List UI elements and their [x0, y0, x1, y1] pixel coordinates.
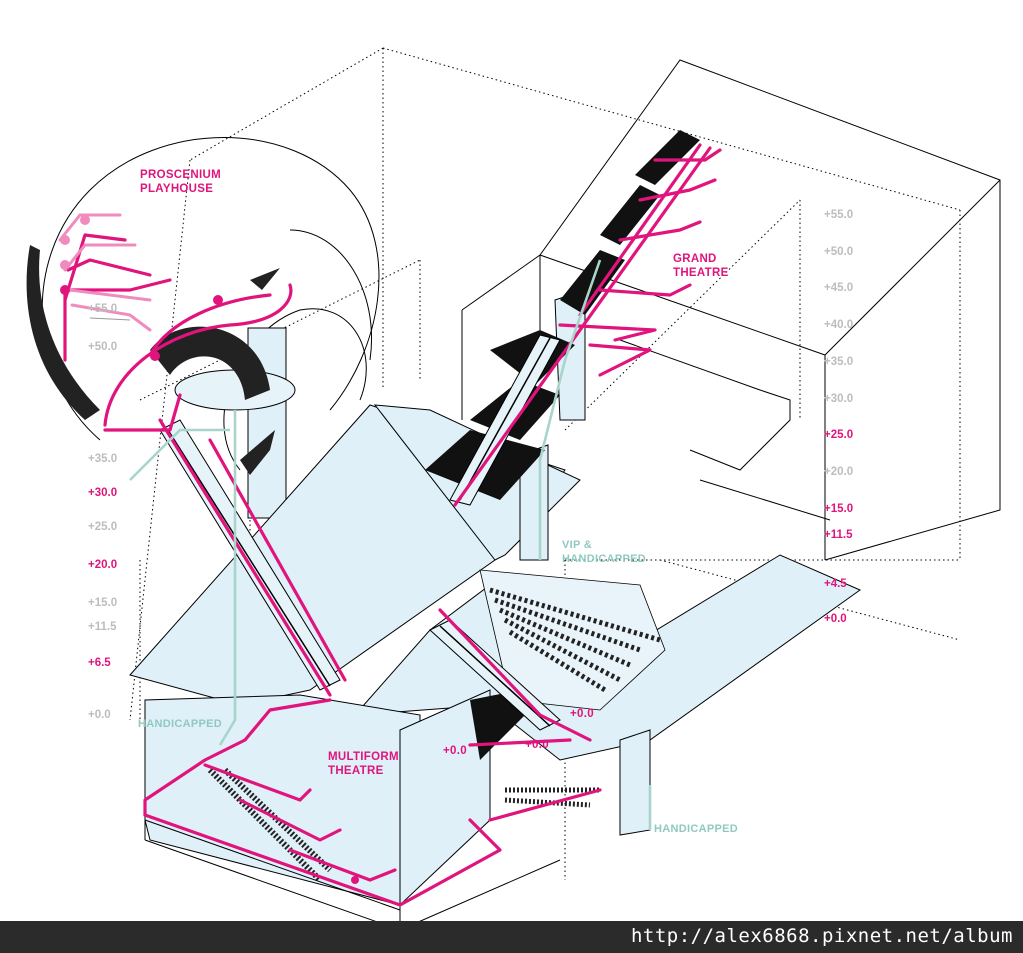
route-nodes: [60, 215, 359, 884]
proscenium-sphere: [26, 137, 380, 519]
level-left-35: +35.0: [88, 453, 117, 465]
multiform-theatre-label-2: THEATRE: [328, 765, 384, 777]
grand-theatre-label-2: THEATRE: [673, 267, 729, 279]
multiform-theatre-volume: [144, 700, 561, 931]
grand-theatre-label: GRAND: [673, 253, 717, 265]
level-right-11-5: +11.5: [824, 529, 853, 541]
level-left-0: +0.0: [88, 709, 111, 721]
multiform-theatre-label: MULTIFORM: [328, 751, 399, 763]
vip-handicapped-label: VIP &: [562, 539, 592, 551]
watermark-url: http://alex6868.pixnet.net/album: [630, 925, 1013, 947]
level-right-20: +20.0: [824, 466, 853, 478]
level-left-20: +20.0: [88, 559, 117, 571]
level-left-25: +25.0: [88, 521, 117, 533]
vip-handicapped-label-2: HANDICAPPED: [562, 553, 646, 565]
level-left-11-5: +11.5: [88, 621, 117, 633]
level-left-15: +15.0: [88, 597, 117, 609]
level-left-55: +55.0: [88, 303, 117, 315]
level-right-4-5: +4.5: [824, 578, 847, 590]
level-right-45: +45.0: [824, 282, 853, 294]
level-left-30: +30.0: [88, 487, 117, 499]
handicapped-label-right: HANDICAPPED: [654, 823, 738, 835]
circulation-routes: [58, 143, 722, 907]
level-right-55: +55.0: [824, 209, 853, 221]
right-level-markers: +55.0 +50.0 +45.0 +40.0 +35.0 +30.0 +25.…: [824, 209, 853, 625]
level-right-50: +50.0: [824, 246, 853, 258]
handicapped-label-left: HANDICAPPED: [138, 718, 222, 730]
level-right-35: +35.0: [824, 356, 853, 368]
proscenium-playhouse-label: PROSCENIUM: [140, 169, 221, 181]
plus-zero-marker-b: +0.0: [443, 745, 467, 757]
space-labels: PROSCENIUM PLAYHOUSE GRAND THEATRE MULTI…: [138, 169, 738, 835]
level-right-30: +30.0: [824, 393, 853, 405]
level-right-25: +25.0: [824, 429, 853, 441]
level-left-6-5: +6.5: [88, 657, 111, 669]
left-level-markers: +55.0 +50.0 +35.0 +30.0 +25.0 +20.0 +15.…: [88, 303, 131, 721]
level-right-0: +0.0: [824, 613, 847, 625]
plus-zero-marker-a: +0.0: [570, 708, 594, 720]
proscenium-playhouse-label-2: PLAYHOUSE: [140, 183, 213, 195]
plus-zero-marker-c: +0.0: [525, 739, 549, 751]
level-left-50: +50.0: [88, 341, 117, 353]
handicapped-routes: [129, 259, 652, 830]
level-right-15: +15.0: [824, 503, 853, 515]
watermark-bar: http://alex6868.pixnet.net/album: [0, 921, 1023, 953]
level-right-40: +40.0: [824, 319, 853, 331]
